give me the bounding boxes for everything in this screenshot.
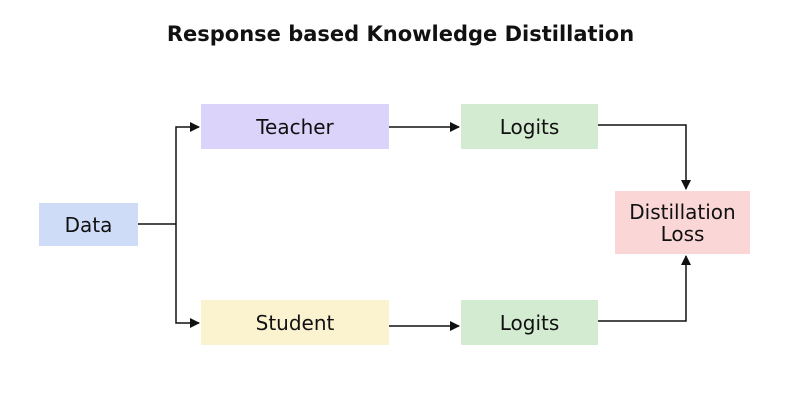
edge-data-to-teacher [175,122,200,224]
node-student: Student [201,300,389,345]
edge-student-logits-to-loss [598,255,691,322]
edge-teacher-logits-to-loss [598,124,691,190]
node-distillation-loss: Distillation Loss [615,191,750,254]
node-data: Data [39,203,138,246]
diagram-title: Response based Knowledge Distillation [166,22,635,46]
node-teacher: Teacher [201,104,389,149]
node-student-logits: Logits [461,300,598,345]
node-teacher-logits: Logits [461,104,598,149]
loss-label-line1: Distillation [629,199,736,224]
loss-label-line2: Loss [660,221,705,246]
edge-data-to-student [175,224,200,328]
